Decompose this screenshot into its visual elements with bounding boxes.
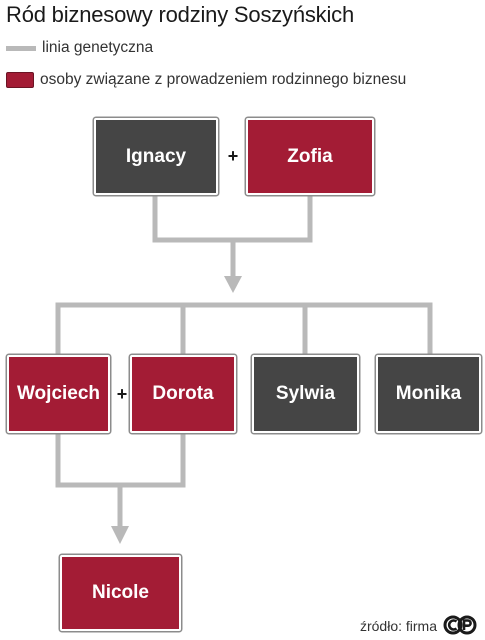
legend-genetic-line-label: linia genetyczna bbox=[42, 39, 154, 56]
person-zofia: Zofia bbox=[246, 118, 374, 195]
plus-sign: + bbox=[116, 384, 128, 404]
person-wojciech-label: Wojciech bbox=[16, 383, 101, 404]
person-nicole: Nicole bbox=[60, 555, 181, 631]
person-dorota-label: Dorota bbox=[152, 383, 214, 404]
person-monika: Monika bbox=[376, 355, 481, 433]
plus-sign: + bbox=[227, 146, 239, 166]
person-dorota: Dorota bbox=[130, 355, 236, 433]
person-zofia-label: Zofia bbox=[287, 145, 333, 167]
parents-connector bbox=[152, 195, 313, 243]
legend-business-label: osoby związane z prowadzeniem rodzinnego… bbox=[40, 71, 407, 88]
legend-business-swatch bbox=[6, 72, 34, 88]
cp-logo-icon bbox=[443, 615, 477, 635]
couple-connector bbox=[55, 433, 186, 488]
legend-line-swatch bbox=[6, 45, 36, 51]
source-note: źródło: firma bbox=[359, 618, 437, 634]
children-bus-line bbox=[55, 302, 433, 355]
person-sylwia-label: Sylwia bbox=[275, 383, 336, 404]
legend-genetic-line: linia genetyczna bbox=[6, 38, 153, 58]
grandchild-arrow-icon bbox=[111, 526, 129, 544]
person-monika-label: Monika bbox=[395, 383, 462, 404]
person-wojciech: Wojciech bbox=[7, 355, 110, 433]
person-ignacy-label: Ignacy bbox=[125, 145, 187, 167]
legend-business: osoby związane z prowadzeniem rodzinnego… bbox=[6, 70, 406, 90]
person-sylwia: Sylwia bbox=[252, 355, 359, 433]
person-nicole-label: Nicole bbox=[91, 582, 150, 603]
person-ignacy: Ignacy bbox=[94, 118, 218, 195]
parents-arrow-icon bbox=[224, 276, 242, 293]
page-title: Ród biznesowy rodziny Soszyńskich bbox=[6, 2, 354, 27]
